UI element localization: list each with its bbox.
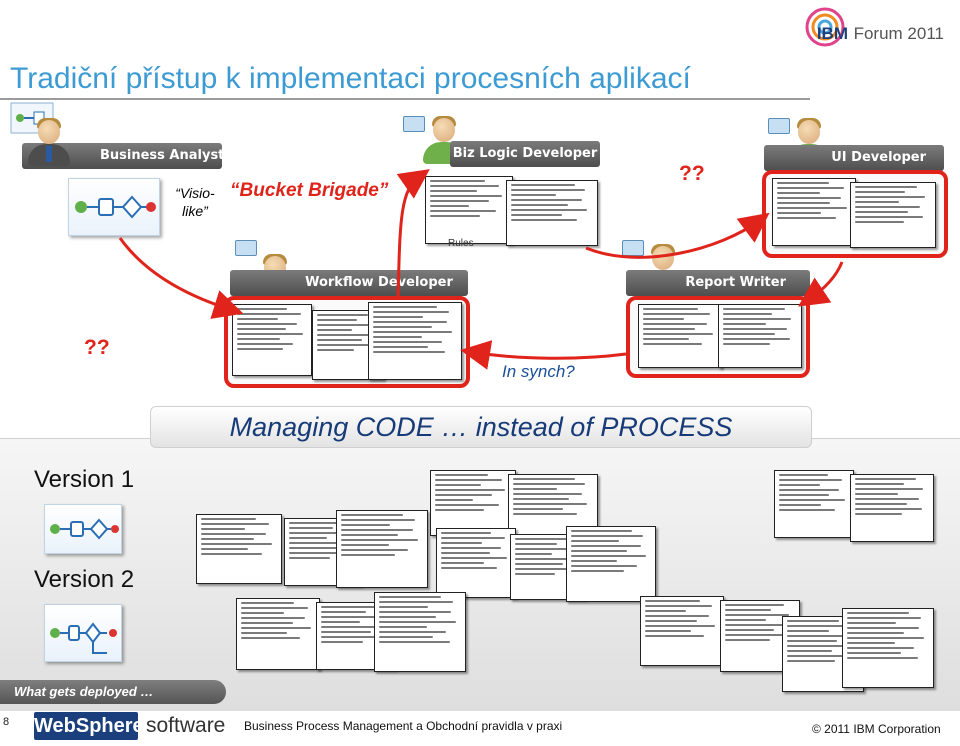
page-number: 8 xyxy=(3,716,10,728)
code-listing-icon xyxy=(842,608,934,688)
ibm-forum-globe-icon xyxy=(805,7,845,47)
bucket-brigade-label: “Bucket Brigade” xyxy=(230,180,389,201)
role-bar-workflow-developer: Workflow Developer xyxy=(230,270,468,296)
question-marks-left: ?? xyxy=(84,336,110,359)
process-diagram-icon xyxy=(75,195,156,219)
copyright-notice: © 2011 IBM Corporation xyxy=(812,722,941,736)
role-bar-report-writer: Report Writer xyxy=(626,270,810,296)
code-listing-icon xyxy=(368,302,462,380)
rules-label: Rules xyxy=(448,238,474,249)
code-listing-icon xyxy=(718,304,802,368)
code-listing-icon xyxy=(638,304,722,368)
what-gets-deployed-label: What gets deployed … xyxy=(0,680,226,704)
code-listing-icon xyxy=(640,596,724,666)
process-diagram-icon xyxy=(50,622,117,654)
arrow-biz-to-ui xyxy=(585,212,770,259)
code-listing-icon xyxy=(850,182,936,248)
code-listing-icon xyxy=(430,470,516,536)
version-1-label: Version 1 xyxy=(34,466,135,493)
version-2-label: Version 2 xyxy=(34,566,135,593)
process-diagram-icon xyxy=(50,518,119,540)
gear-box-icon xyxy=(622,240,644,256)
websphere-logo: WebSphere. xyxy=(34,712,149,740)
managing-code-banner: Managing CODE … instead of PROCESS xyxy=(150,406,812,448)
code-listing-icon xyxy=(236,598,320,670)
code-listing-icon xyxy=(196,514,282,584)
ibm-brand-word: IBM xyxy=(816,24,848,43)
in-synch-label: In synch? xyxy=(502,362,575,381)
role-bar-biz-logic-developer: Biz Logic Developer xyxy=(450,141,600,167)
arrow-analyst-to-biz xyxy=(118,237,244,319)
code-listing-icon xyxy=(774,470,854,538)
question-marks-top: ?? xyxy=(679,162,705,185)
code-listing-icon xyxy=(850,474,934,542)
code-listing-icon xyxy=(566,526,656,602)
ibm-forum-logo xyxy=(802,4,848,50)
gear-box-icon xyxy=(403,116,425,132)
page-title: Tradiční přístup k implementaci procesní… xyxy=(10,62,691,95)
gear-box-icon xyxy=(235,240,257,256)
arrow-report-to-workflow xyxy=(460,340,627,370)
process-diagram-card xyxy=(44,504,122,554)
arrow-to-biz-logic xyxy=(396,169,430,301)
software-wordmark: software xyxy=(146,714,226,737)
code-listing-icon xyxy=(436,528,516,598)
code-listing-icon xyxy=(374,592,466,672)
process-diagram-card xyxy=(68,178,160,236)
process-diagram-card xyxy=(44,604,122,662)
footer-caption: Business Process Management a Obchodní p… xyxy=(244,719,563,733)
person-icon xyxy=(26,118,72,168)
code-listing-icon xyxy=(506,180,598,246)
visio-like-label: “Visio-like” xyxy=(175,185,215,219)
gear-box-icon xyxy=(768,118,790,134)
ibm-forum-label: Forum 2011 xyxy=(853,24,944,43)
role-bar-ui-developer: UI Developer xyxy=(764,145,944,171)
title-divider xyxy=(0,98,810,100)
code-listing-icon xyxy=(336,510,428,588)
arrow-ui-to-report xyxy=(798,261,844,307)
code-listing-icon xyxy=(772,178,856,246)
code-listing-icon xyxy=(232,304,312,376)
